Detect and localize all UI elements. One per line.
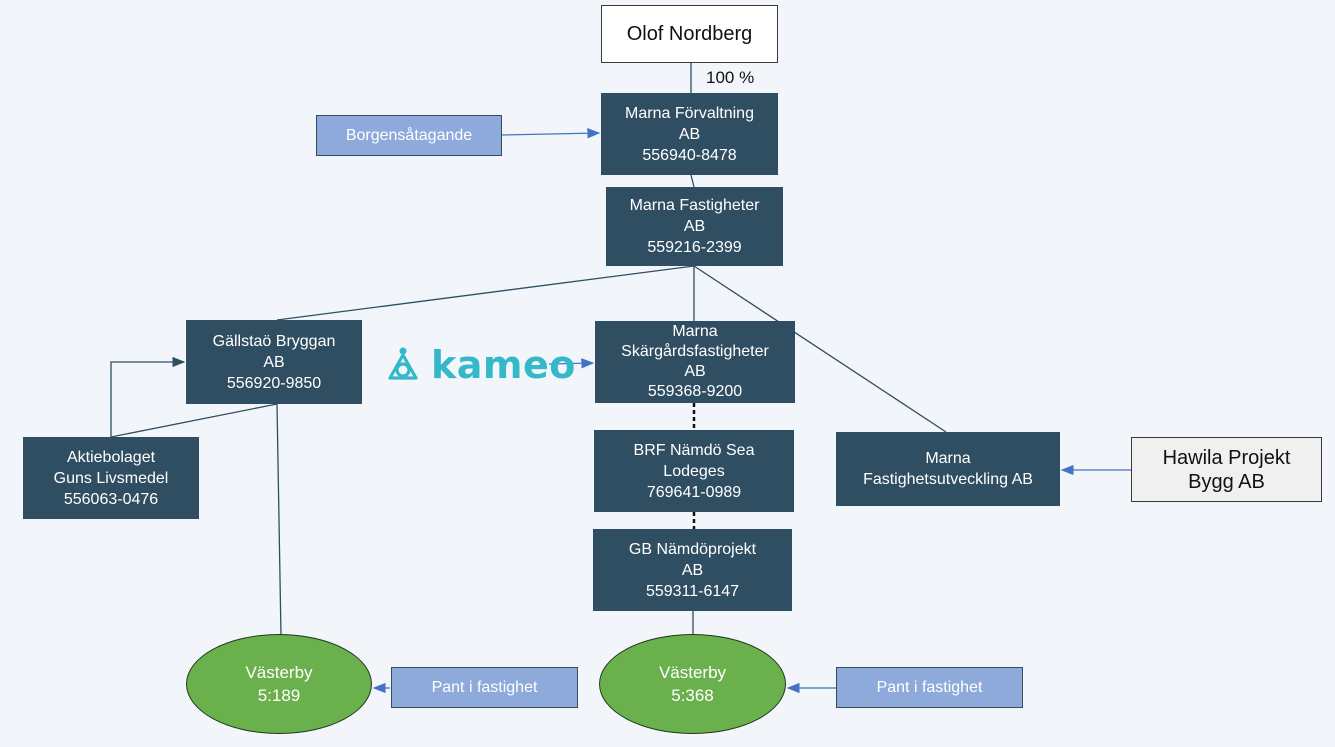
ownership-label: 100 %: [706, 68, 755, 87]
node-brf-line1: BRF Nämdö Sea: [633, 441, 755, 459]
node-skargard-line4: 559368-9200: [647, 383, 743, 400]
node-gallstao-bryggan-line1: Gällstaö Bryggan: [212, 332, 336, 350]
arrow-borgen-forvaltning: [501, 128, 601, 139]
node-gb-line3: 559311-6147: [645, 582, 740, 600]
kameo-logo: kameo: [381, 343, 576, 387]
property-vasterby-5-189: Västerby 5:189: [186, 634, 372, 734]
node-marna-fastigheter-line1: Marna Fastigheter: [629, 197, 760, 214]
line-gallstao-aktiebolaget: [110, 403, 278, 438]
node-utveckling-line2: Fastighetsutveckling AB: [863, 471, 1033, 488]
node-olof-nordberg: Olof Nordberg: [601, 5, 778, 63]
node-gallstao-bryggan-line3: 556920-9850: [226, 374, 322, 392]
node-utveckling-line1: Marna: [925, 450, 971, 467]
node-hawila-line1: Hawila Projekt: [1162, 446, 1291, 469]
line-forvaltning-fastigheter: [690, 174, 695, 188]
node-olof-nordberg-line1: Olof Nordberg: [626, 23, 753, 45]
node-marna-fastigheter-line3: 559216-2399: [647, 239, 742, 256]
node-aktiebolaget-line2: Guns Livsmedel: [53, 469, 169, 487]
node-marna-forvaltning-line2: AB: [678, 125, 701, 143]
node-pant-i-fastighet-1: Pant i fastighet: [391, 667, 578, 708]
node-brf-line2: Lodeges: [663, 462, 725, 480]
line-gallstao-vasterby: [276, 403, 282, 637]
property-vasterby-5-368-line2: 5:368: [671, 686, 714, 705]
node-marna-fastighetsutveckling: Marna Fastighetsutveckling AB: [836, 432, 1060, 506]
arrow-kameo-skargard: [548, 358, 595, 369]
node-marna-forvaltning: Marna Förvaltning AB 556940-8478: [601, 93, 778, 175]
node-brf-namdo: BRF Nämdö Sea Lodeges 769641-0989: [594, 430, 794, 512]
node-gb-line1: GB Nämdöprojekt: [628, 540, 757, 558]
line-fastigheter-gallstao: [276, 265, 695, 321]
arrow-aktiebolaget-gallstao: [110, 356, 186, 437]
node-marna-fastigheter-line2: AB: [683, 218, 706, 235]
property-vasterby-5-189-line1: Västerby: [245, 663, 313, 682]
property-vasterby-5-368: Västerby 5:368: [599, 634, 786, 734]
kameo-logo-icon: [388, 347, 418, 380]
node-gb-line2: AB: [681, 561, 704, 579]
node-marna-forvaltning-line1: Marna Förvaltning: [625, 104, 754, 122]
node-marna-forvaltning-line3: 556940-8478: [642, 146, 737, 164]
node-hawila-line2: Bygg AB: [1188, 470, 1265, 493]
node-borgensatagande: Borgensåtagande: [316, 115, 502, 156]
node-gb-namdoprojekt: GB Nämdöprojekt AB 559311-6147: [593, 529, 792, 611]
property-vasterby-5-368-line1: Västerby: [658, 663, 727, 682]
kameo-logo-text: kameo: [431, 343, 576, 387]
node-skargard-line2: Skärgårdsfastigheter: [621, 343, 769, 360]
node-marna-fastigheter: Marna Fastigheter AB 559216-2399: [606, 187, 783, 266]
node-marna-skargardsfastigheter: Marna Skärgårdsfastigheter AB 559368-920…: [595, 321, 795, 403]
node-skargard-line3: AB: [684, 363, 706, 380]
node-aktiebolaget-line3: 556063-0476: [63, 490, 159, 508]
property-vasterby-5-189-line2: 5:189: [257, 686, 301, 705]
node-hawila-projekt: Hawila Projekt Bygg AB: [1131, 437, 1322, 502]
node-skargard-line1: Marna: [672, 323, 718, 340]
node-gallstao-bryggan-line2: AB: [263, 353, 285, 371]
node-pant-i-fastighet-2: Pant i fastighet: [836, 667, 1023, 708]
node-pant-1-line1: Pant i fastighet: [431, 679, 538, 696]
node-pant-2-line1: Pant i fastighet: [876, 679, 983, 696]
line-fastigheter-utveckling: [693, 265, 947, 433]
node-aktiebolaget-guns: Aktiebolaget Guns Livsmedel 556063-0476: [23, 437, 199, 519]
node-aktiebolaget-line1: Aktiebolaget: [66, 448, 156, 466]
node-gallstao-bryggan: Gällstaö Bryggan AB 556920-9850: [186, 320, 362, 404]
node-brf-line3: 769641-0989: [646, 483, 742, 501]
node-borgensatagande-line1: Borgensåtagande: [345, 127, 473, 144]
